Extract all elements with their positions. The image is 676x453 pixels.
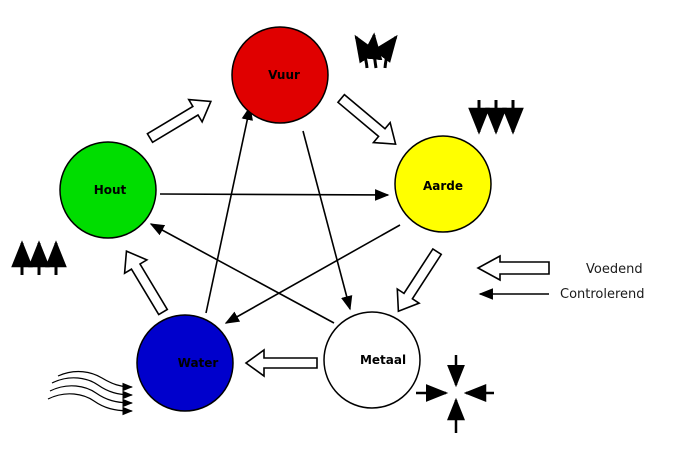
controlling-arrows [149, 105, 401, 324]
element-circle-aarde [394, 135, 492, 233]
element-label-vuur: Vuur [268, 68, 300, 82]
control-arrow-water-vuur [205, 105, 253, 314]
arrows-up-icon [11, 240, 67, 275]
flowing-arrows-icon [47, 370, 134, 416]
element-label-water: Water [178, 356, 219, 370]
element-circle-vuur [231, 26, 329, 124]
control-arrow-metaal-hout [149, 223, 335, 324]
feeding-arrows [123, 93, 443, 378]
element-label-hout: Hout [94, 183, 127, 197]
converging-arrows-icon [416, 355, 494, 433]
element-water: Water [136, 314, 234, 412]
legend-voedend-label: Voedend [586, 262, 643, 277]
legend: Voedend Controlerend [476, 254, 645, 302]
feed-arrow-vuur-aarde [336, 93, 397, 146]
element-label-metaal: Metaal [360, 353, 406, 367]
element-label-aarde: Aarde [423, 179, 463, 193]
element-circle-hout [59, 141, 157, 239]
control-arrow-vuur-metaal [302, 130, 353, 311]
feed-arrow-water-hout [123, 249, 169, 316]
flame-arrows-up-icon [354, 32, 398, 69]
element-vuur: Vuur [231, 26, 329, 124]
feed-arrow-aarde-metaal [396, 247, 443, 313]
legend-controlerend-label: Controlerend [560, 287, 645, 302]
element-hout: Hout [59, 141, 157, 239]
feed-arrow-metaal-water [244, 348, 318, 378]
control-arrow-hout-aarde [159, 189, 390, 201]
feed-arrow-hout-vuur [146, 98, 213, 144]
element-aarde: Aarde [394, 135, 492, 233]
control-arrow-aarde-water [224, 224, 401, 324]
element-circle-metaal [323, 311, 421, 409]
element-circle-water [136, 314, 234, 412]
legend-feeding-arrow [476, 254, 550, 282]
element-metaal: Metaal [323, 311, 421, 409]
arrows-down-icon [468, 100, 524, 135]
